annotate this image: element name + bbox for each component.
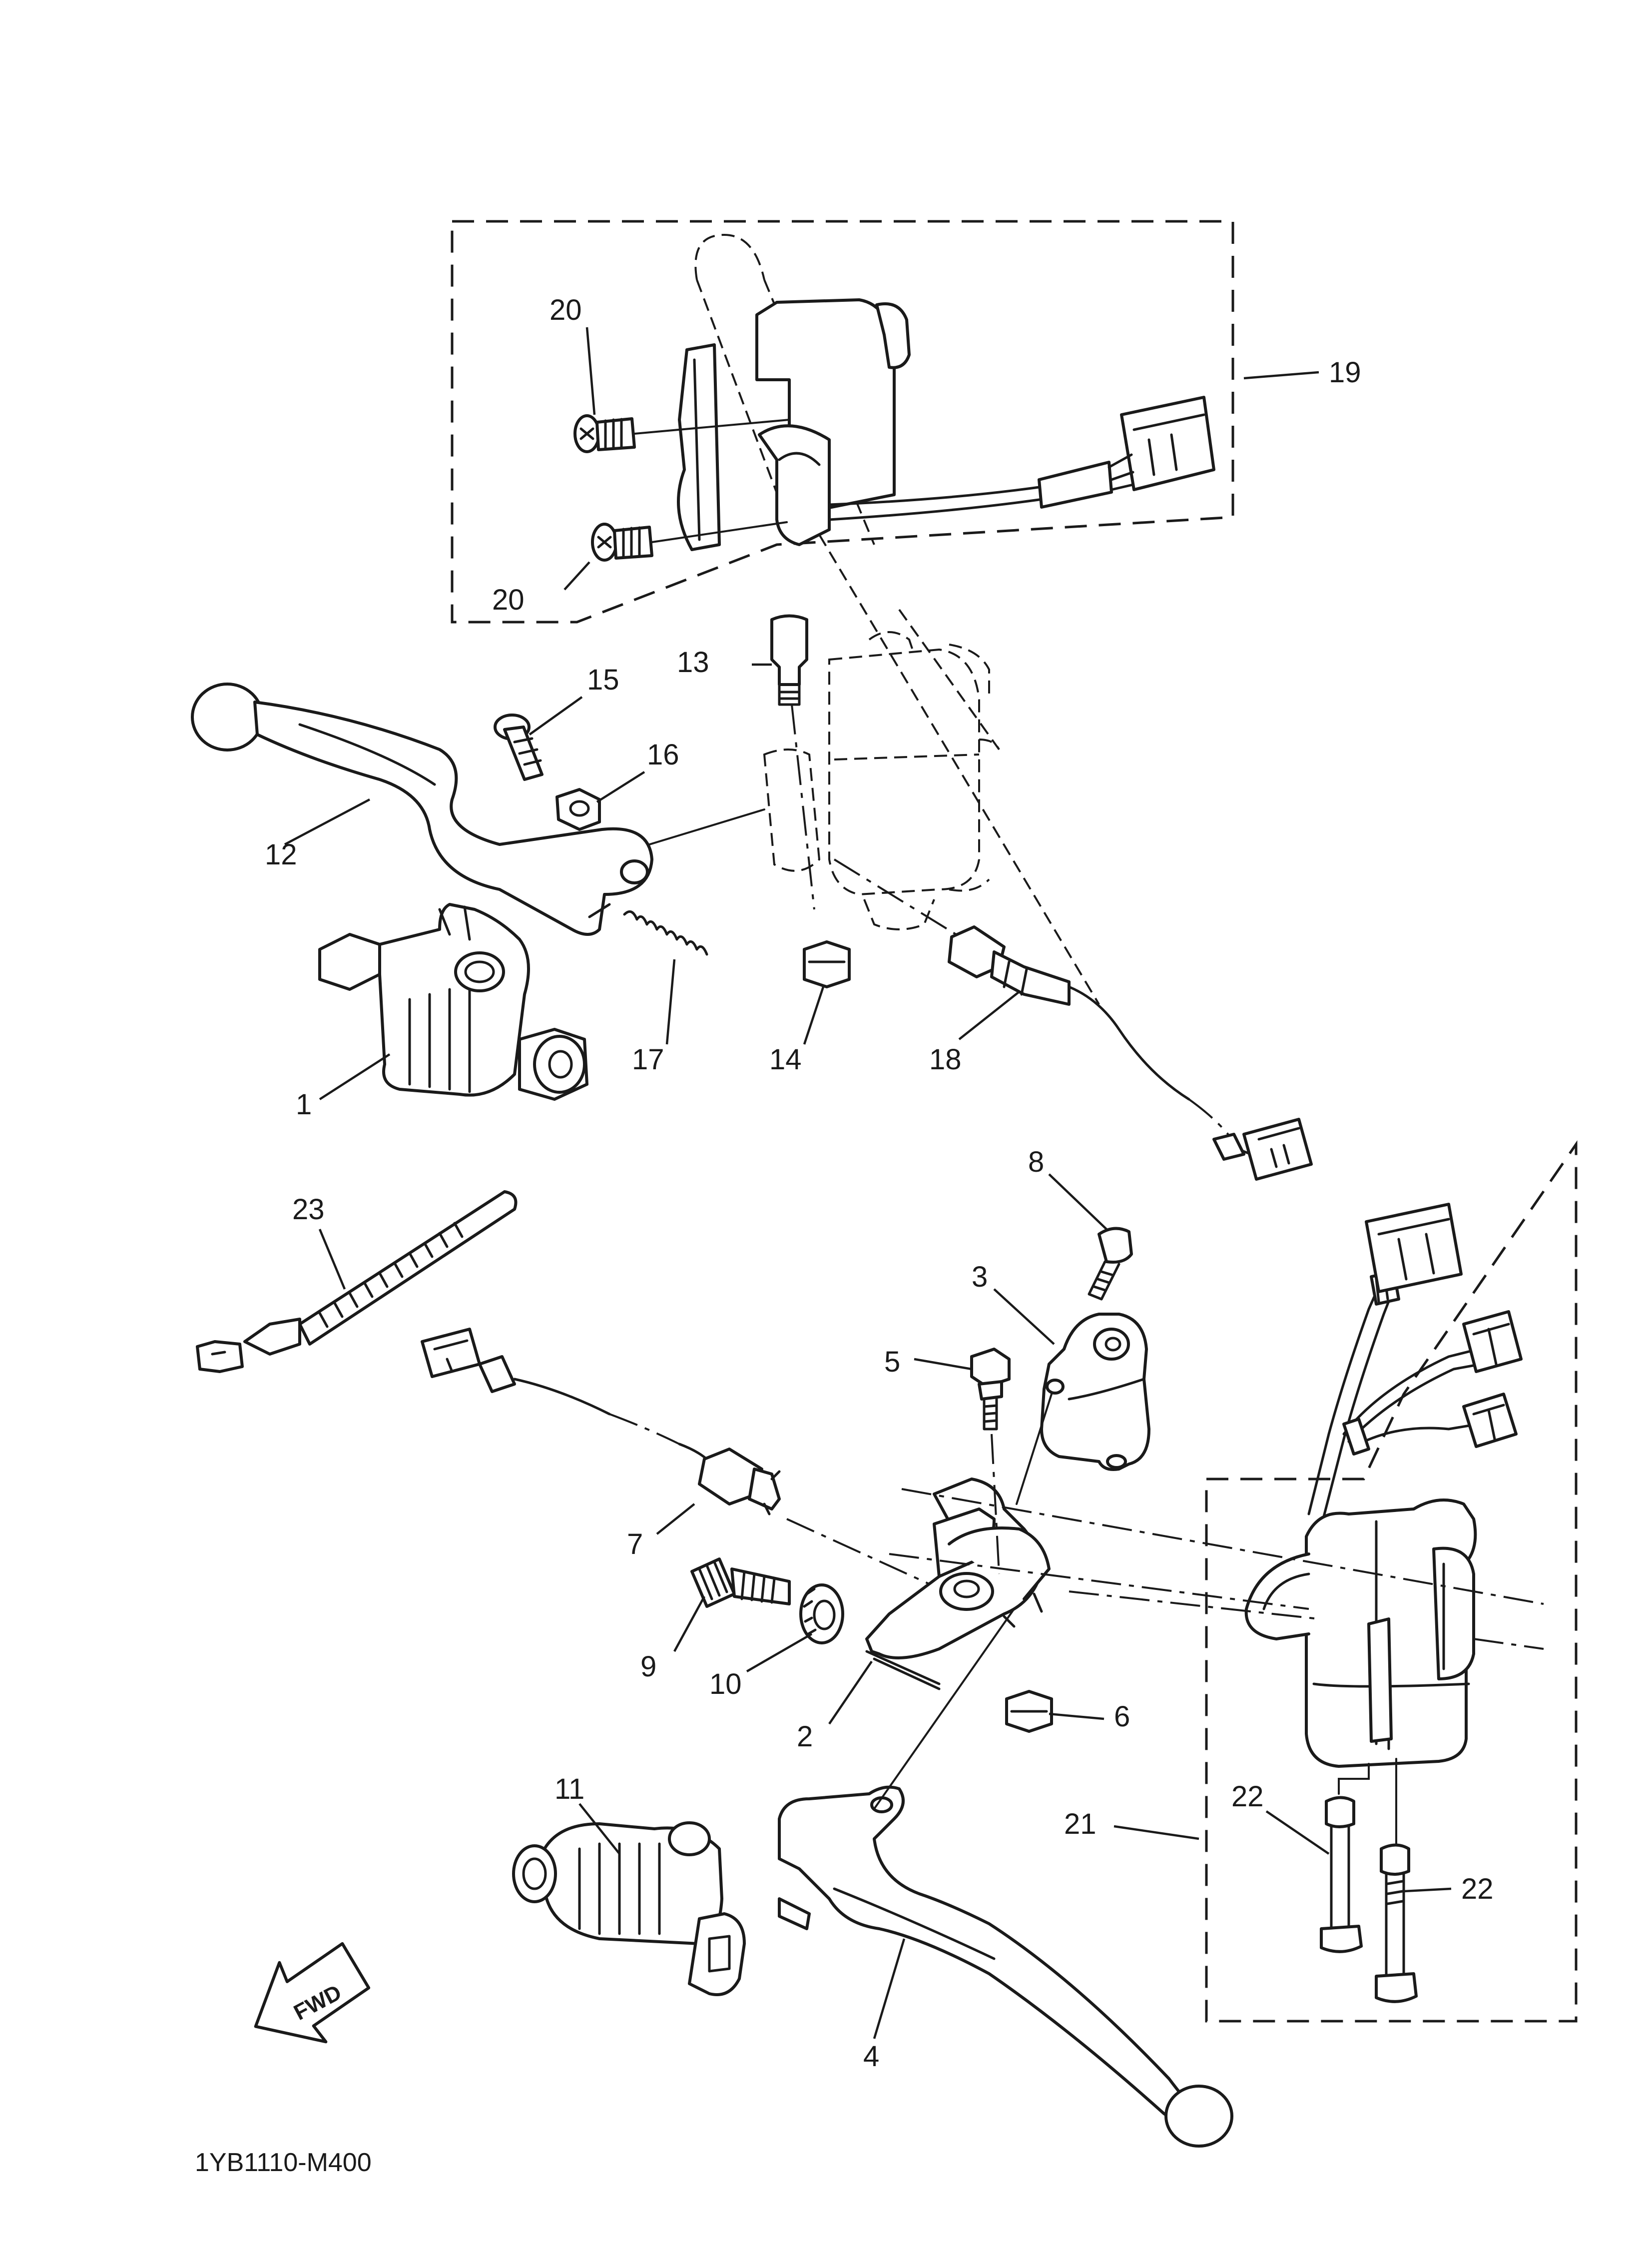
master-cylinder-phantom bbox=[763, 534, 1100, 1005]
callout-8: 8 bbox=[1028, 1146, 1044, 1178]
part-19-handlebar-switch bbox=[677, 298, 1215, 551]
callout-22-upper: 22 bbox=[1231, 1780, 1264, 1813]
callout-labels: 19 20 20 13 15 16 12 17 14 18 1 23 8 3 5… bbox=[265, 294, 1494, 2073]
part-3-lever-clamp bbox=[1040, 1313, 1150, 1471]
part-7-clutch-switch bbox=[421, 1328, 781, 1515]
callout-17: 17 bbox=[632, 1043, 664, 1076]
callout-23: 23 bbox=[292, 1193, 325, 1226]
part-14-nut bbox=[803, 940, 851, 988]
leader-lines bbox=[284, 327, 1452, 2039]
part-1-lever-cover bbox=[318, 903, 588, 1101]
diagram-code: 1YB1110-M400 bbox=[195, 2148, 372, 2177]
callout-16: 16 bbox=[647, 739, 679, 771]
callout-7: 7 bbox=[627, 1528, 643, 1560]
part-23-cable-tie bbox=[196, 1190, 518, 1373]
callout-15: 15 bbox=[587, 664, 619, 696]
callout-22-lower: 22 bbox=[1461, 1873, 1494, 1905]
callout-21: 21 bbox=[1064, 1808, 1097, 1840]
callout-13: 13 bbox=[677, 646, 709, 679]
part-15-pivot-bolt bbox=[494, 714, 544, 781]
callout-9: 9 bbox=[640, 1650, 656, 1683]
callout-4: 4 bbox=[863, 2040, 879, 2073]
part-13-banjo-bolt bbox=[770, 614, 808, 706]
assembly-19-group bbox=[451, 220, 1234, 624]
part-21-handlebar-switch bbox=[1244, 1203, 1523, 1768]
part-4-clutch-lever bbox=[778, 1785, 1233, 2148]
part-22-screw-left bbox=[1320, 1796, 1363, 1953]
callout-20-lower: 20 bbox=[492, 584, 525, 616]
part-6-nut bbox=[1005, 1690, 1053, 1733]
callout-3: 3 bbox=[972, 1261, 988, 1293]
callout-5: 5 bbox=[884, 1346, 900, 1378]
callout-12: 12 bbox=[265, 838, 297, 871]
brake-lever-group bbox=[191, 683, 708, 1101]
callout-18: 18 bbox=[929, 1043, 962, 1076]
assembly-21-group bbox=[1205, 1140, 1578, 2023]
part-22-screw-right bbox=[1375, 1843, 1418, 2003]
part-11-lever-cover bbox=[512, 1821, 746, 1996]
part-10-adjuster-locknut bbox=[799, 1583, 844, 1644]
part-17-spring bbox=[623, 910, 708, 956]
part-18-brake-switch bbox=[948, 925, 1313, 1181]
part-12-brake-lever bbox=[191, 683, 653, 936]
forward-arrow-icon: FWD bbox=[254, 1942, 371, 2044]
part-20-screw-upper bbox=[573, 414, 636, 453]
part-16-locknut bbox=[555, 788, 601, 831]
callout-20-upper: 20 bbox=[550, 294, 582, 326]
part-5-clamp-bolt bbox=[970, 1348, 1011, 1431]
callout-19: 19 bbox=[1329, 356, 1361, 389]
callout-2: 2 bbox=[797, 1720, 813, 1753]
callout-10: 10 bbox=[709, 1668, 742, 1700]
part-9-cable-adjuster bbox=[690, 1557, 791, 1608]
callout-1: 1 bbox=[296, 1088, 312, 1121]
part-8-clamp-bolt bbox=[1088, 1227, 1133, 1301]
callout-14: 14 bbox=[769, 1043, 802, 1076]
callout-11: 11 bbox=[554, 1773, 584, 1805]
callout-6: 6 bbox=[1114, 1700, 1130, 1733]
part-20-screw-lower bbox=[591, 523, 653, 562]
